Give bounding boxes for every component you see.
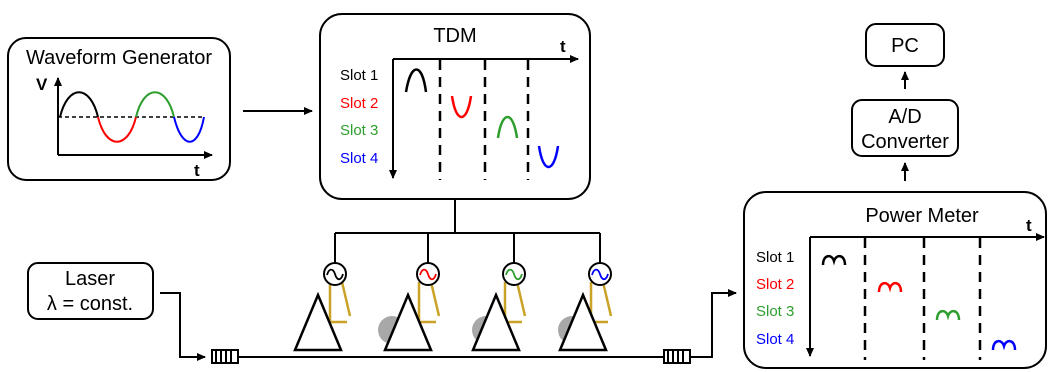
prism-icon <box>558 291 608 352</box>
tdm-t-label: t <box>560 37 566 56</box>
tdm-slot-3: Slot 3 <box>340 122 378 139</box>
modulator-4 <box>558 262 613 352</box>
fiber-coupler-icon <box>211 349 239 364</box>
power-meter-title: Power Meter <box>865 205 979 227</box>
modulator-1 <box>293 262 352 352</box>
power-meter-box: Power Meter t Slot 1 Slot 2 Slot 3 Slot … <box>743 191 1047 369</box>
pm-signal-slot3 <box>935 310 961 321</box>
tdm-box: TDM t Slot 1 Slot 2 Slot 3 Slot 4 <box>319 13 591 200</box>
tdm-pulse-slot2 <box>450 95 473 118</box>
tdm-title: TDM <box>433 25 476 47</box>
tdm-pulse-slot3 <box>496 116 519 139</box>
wg-v-label: V <box>36 75 48 94</box>
adc-label-line1: A/D <box>888 106 921 128</box>
pm-signal-slot2 <box>877 282 903 293</box>
modulator-3 <box>471 262 527 352</box>
wg-wave-slot4 <box>173 116 205 143</box>
pm-signal-slot1 <box>821 255 847 266</box>
tdm-slot-4: Slot 4 <box>340 150 378 167</box>
fiber-to-power-meter-arrow <box>690 289 737 358</box>
laser-box: Laser λ = const. <box>27 262 154 320</box>
pm-slot-1: Slot 1 <box>756 249 794 266</box>
pm-slot-2: Slot 2 <box>756 276 794 293</box>
pm-signal-slot4 <box>991 340 1017 351</box>
pm-t-label: t <box>1026 216 1032 235</box>
pm-slot-3: Slot 3 <box>756 303 794 320</box>
wg-wave-slot3 <box>135 91 175 118</box>
wg-wave-slot2 <box>97 116 137 143</box>
tdm-slot-2: Slot 2 <box>340 95 378 112</box>
pm-slot-4: Slot 4 <box>756 331 794 348</box>
adc-box: A/D Converter <box>851 99 959 157</box>
tdm-pulse-slot1 <box>404 68 428 93</box>
tdm-distribution-lines <box>334 199 601 263</box>
pc-box: PC <box>865 23 945 67</box>
tdm-slot-1: Slot 1 <box>340 67 378 84</box>
prism-icon <box>383 291 433 352</box>
modulator-2 <box>378 262 441 352</box>
waveform-generator-box: Waveform Generator V t <box>7 37 231 181</box>
waveform-generator-title: Waveform Generator <box>26 47 212 69</box>
fiber-coupler-icon <box>663 349 691 364</box>
adc-label-line2: Converter <box>861 131 949 153</box>
prism-icon <box>293 291 343 352</box>
laser-label: Laser <box>65 268 115 290</box>
prism-icon <box>471 291 521 352</box>
laser-to-fiber-arrow <box>160 292 206 361</box>
laser-wavelength: λ = const. <box>47 293 133 315</box>
wg-wave-slot1 <box>59 91 99 118</box>
wg-t-label: t <box>194 161 200 180</box>
pc-label: PC <box>891 35 919 57</box>
tdm-pulse-slot4 <box>537 145 560 168</box>
